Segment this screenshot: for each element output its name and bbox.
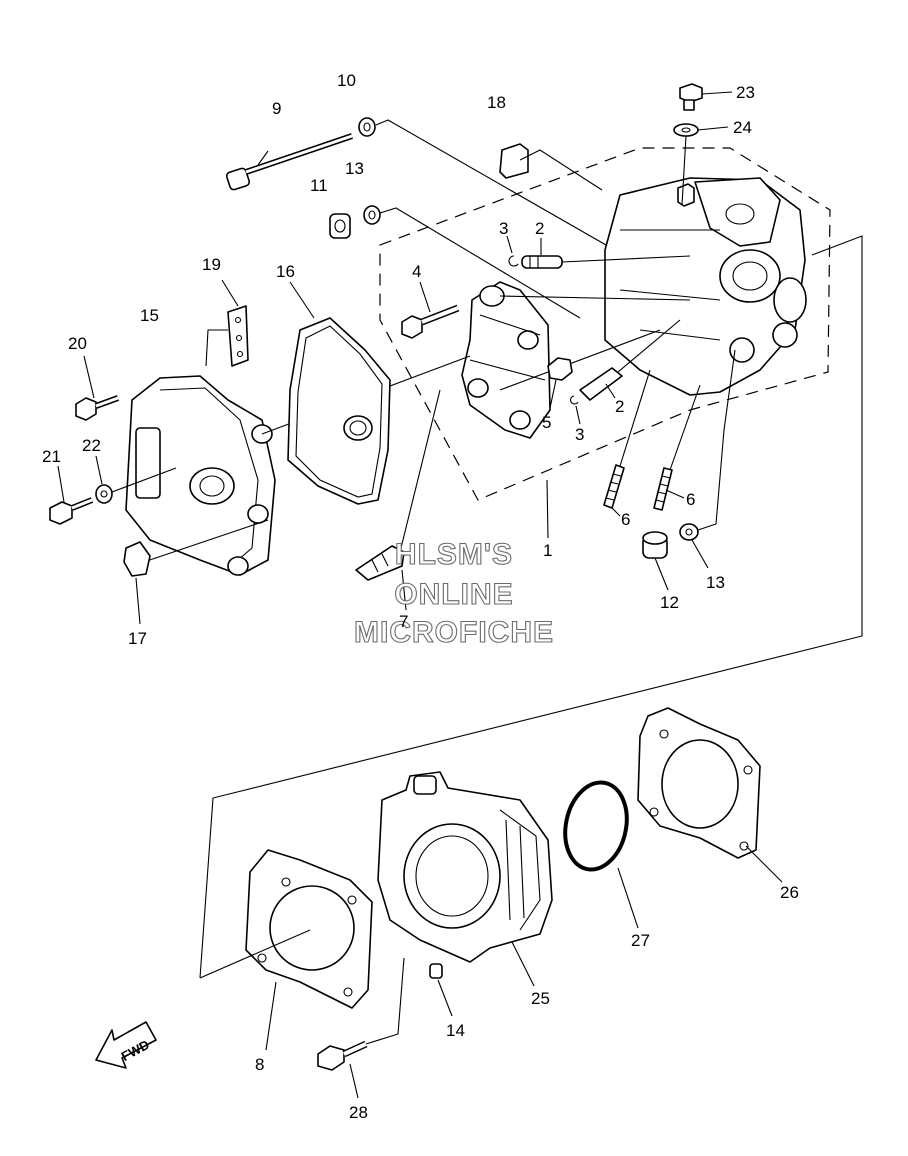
- callout-28: 28: [349, 1103, 368, 1122]
- callout-4: 4: [412, 262, 421, 281]
- callout-24: 24: [733, 118, 752, 137]
- stud-6-left: [603, 369, 651, 517]
- leader-1: [546, 479, 549, 539]
- watermark-line-2: ONLINE: [394, 578, 513, 611]
- valve-guide-2-upper: [521, 238, 691, 269]
- washer-22: [95, 455, 177, 504]
- callout-8: 8: [255, 1055, 264, 1074]
- callout-22: 22: [82, 436, 101, 455]
- stud-6-right: [653, 384, 701, 511]
- watermark: HLSM'S ONLINE MICROFICHE: [353, 537, 554, 649]
- watermark-line-1: HLSM'S: [395, 538, 513, 571]
- callout-1: 1: [543, 541, 552, 560]
- callout-3-upper: 3: [499, 219, 508, 238]
- callout-25: 25: [531, 989, 550, 1008]
- cylinder-head-1: [604, 177, 807, 396]
- callout-21: 21: [42, 447, 61, 466]
- bolt-20: [75, 355, 120, 421]
- valve-guide-2-lower: [579, 319, 681, 401]
- callout-13-lower: 13: [706, 573, 725, 592]
- head-assembly-frame: [199, 147, 863, 979]
- bolt-28: [317, 957, 405, 1099]
- pin-14: [429, 963, 453, 1017]
- callout-17: 17: [128, 629, 147, 648]
- callout-10: 10: [337, 71, 356, 90]
- bolt-9: [225, 133, 353, 191]
- gasket-8: [199, 849, 373, 1051]
- callout-2-lower: 2: [615, 397, 624, 416]
- callout-26: 26: [780, 883, 799, 902]
- callout-5: 5: [542, 413, 551, 432]
- cap-12: [642, 531, 669, 591]
- bolt-4: [401, 281, 460, 339]
- callout-19: 19: [202, 255, 221, 274]
- callout-12: 12: [660, 593, 679, 612]
- callout-3-lower: 3: [575, 425, 584, 444]
- callout-20: 20: [68, 334, 87, 353]
- gasket-16: [287, 281, 391, 505]
- callouts: 1 2 2 3 3 4 5 6 6 7 8 9 10 11 12 13 13 1…: [42, 71, 799, 1122]
- washer-13-lower: [679, 349, 736, 569]
- sensor-7: [355, 389, 441, 611]
- washer-24: [673, 123, 729, 137]
- collar-11: [329, 213, 351, 239]
- part-18: [499, 143, 603, 191]
- callout-6-right: 6: [686, 490, 695, 509]
- callout-6-left: 6: [621, 510, 630, 529]
- watermark-line-3: MICROFICHE: [354, 616, 554, 649]
- callout-9: 9: [272, 99, 281, 118]
- plate-19: [205, 279, 249, 367]
- o-ring-27: [563, 780, 639, 929]
- washer-13-top: [363, 205, 381, 225]
- callout-15: 15: [140, 306, 159, 325]
- bolt-23: [679, 83, 733, 111]
- fwd-arrow-icon: FWD: [95, 1021, 157, 1069]
- callout-16: 16: [276, 262, 295, 281]
- cylinder-25: [377, 771, 553, 987]
- plug-5: [547, 357, 573, 409]
- camshaft-holder: [461, 281, 691, 439]
- bolt-21: [49, 465, 94, 525]
- callout-23: 23: [736, 83, 755, 102]
- clip-3-upper: [506, 235, 519, 267]
- callout-18: 18: [487, 93, 506, 112]
- callout-13-upper: 13: [345, 159, 364, 178]
- washer-10: [358, 117, 376, 137]
- callout-11: 11: [310, 176, 328, 195]
- callout-2-upper: 2: [535, 219, 544, 238]
- callout-14: 14: [446, 1021, 465, 1040]
- gasket-26: [637, 707, 783, 883]
- callout-27: 27: [631, 931, 650, 950]
- clip-3-lower: [570, 395, 581, 425]
- clip-17: [123, 541, 151, 625]
- head-cover-15: [125, 355, 471, 576]
- callout-7: 7: [399, 612, 408, 631]
